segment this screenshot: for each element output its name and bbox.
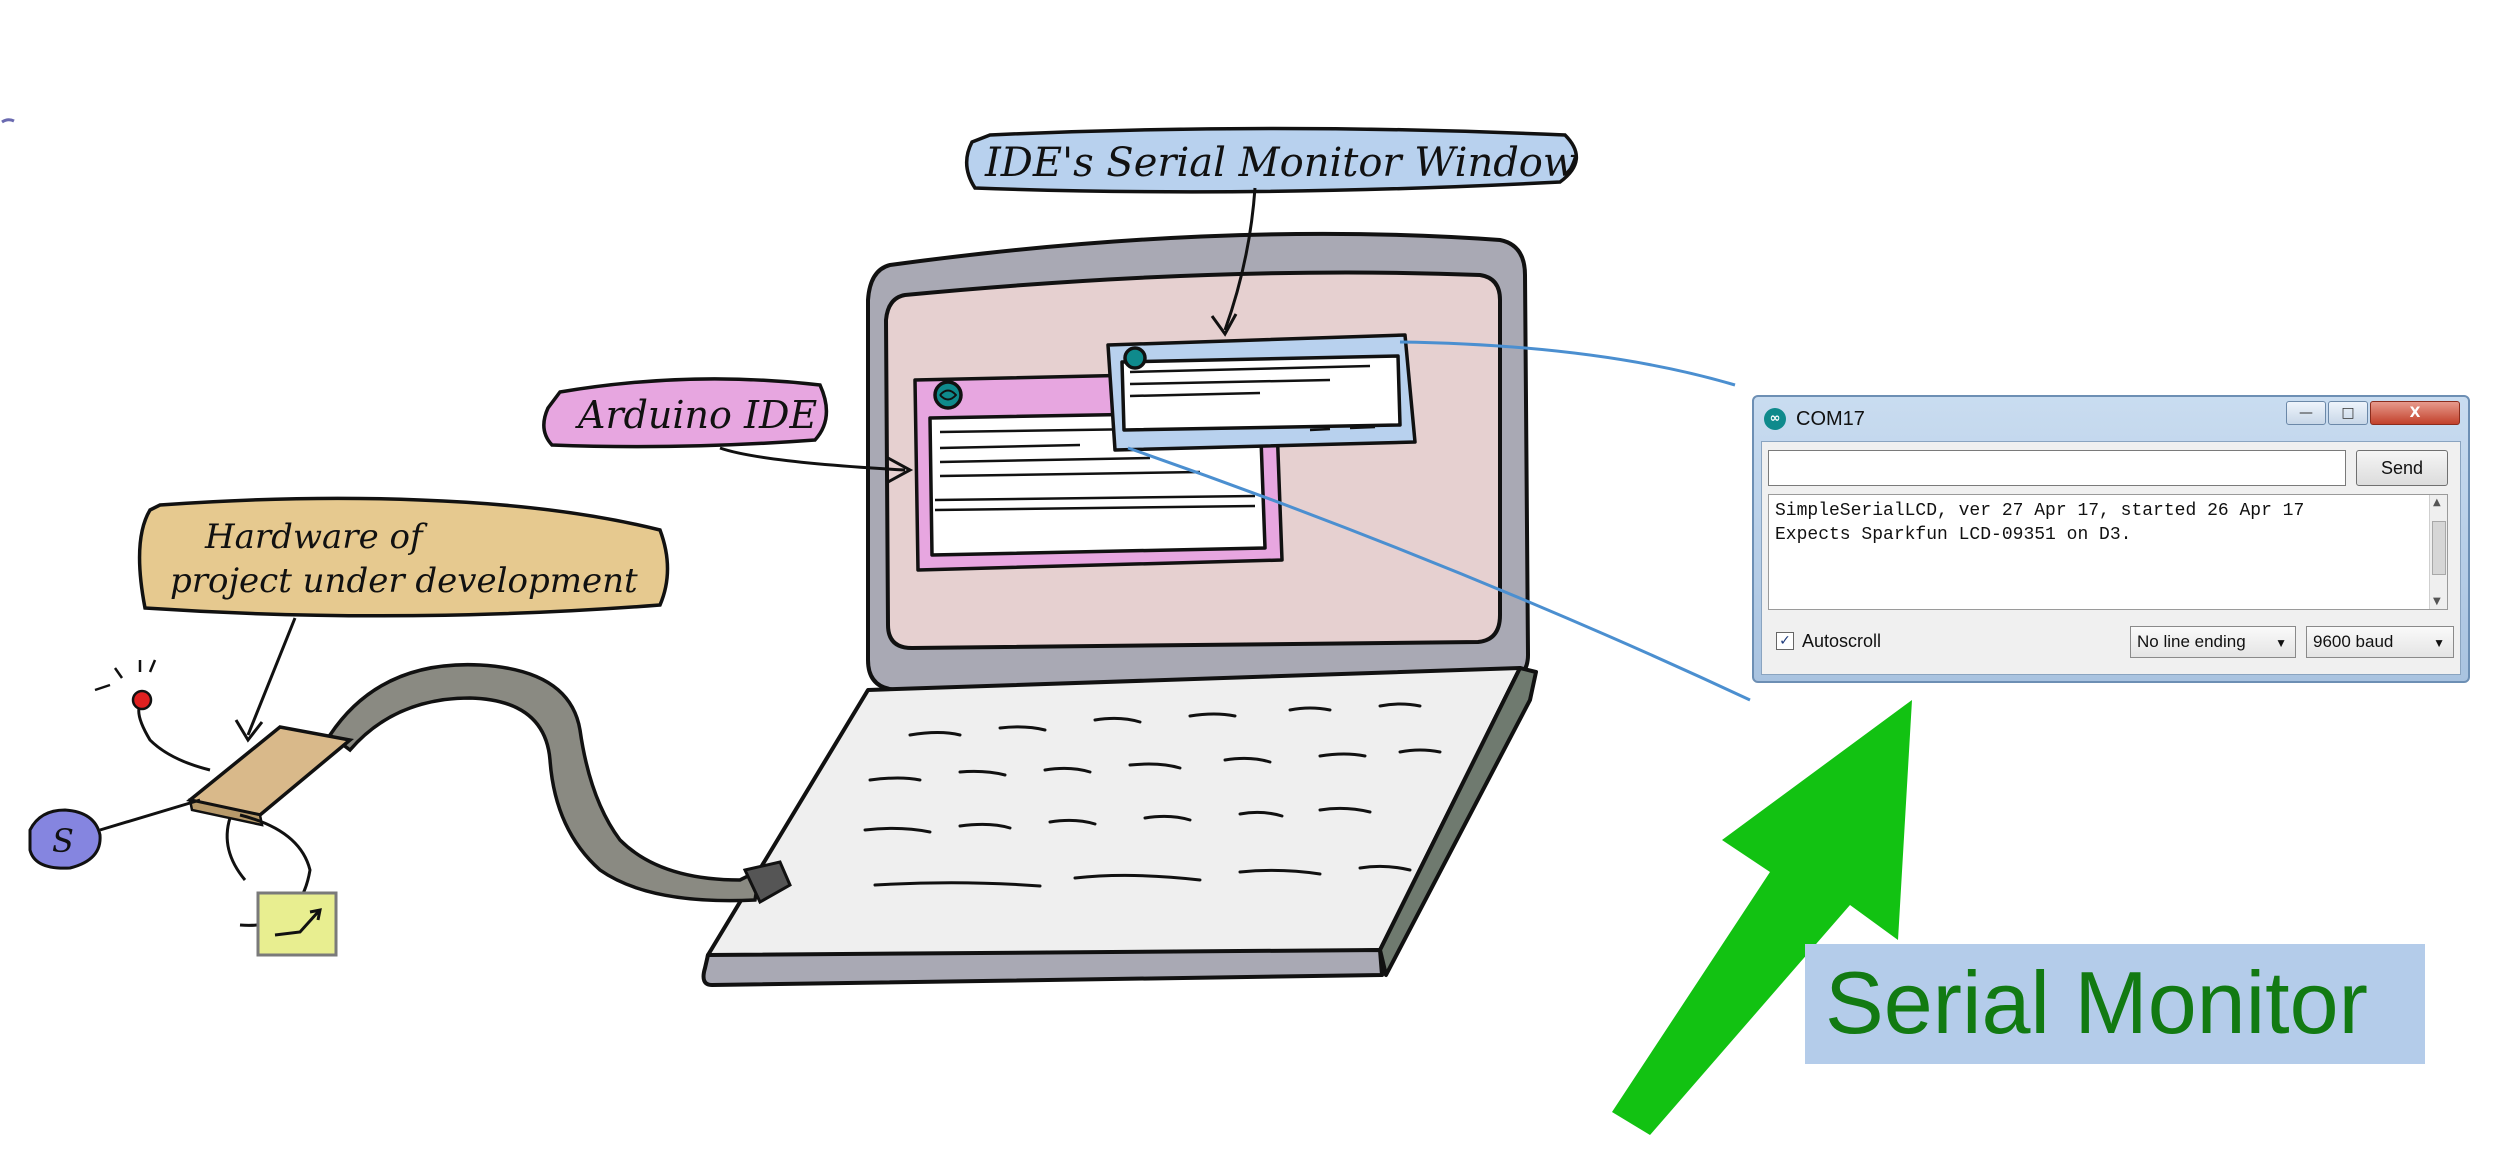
maximize-button[interactable]: □: [2328, 401, 2368, 425]
serial-monitor-body: Send SimpleSerialLCD, ver 27 Apr 17, sta…: [1761, 441, 2461, 675]
output-line: SimpleSerialLCD, ver 27 Apr 17, started …: [1775, 501, 2305, 521]
chevron-down-icon: ▼: [2433, 636, 2445, 650]
baud-value: 9600 baud: [2313, 632, 2394, 651]
edge-mark: [1, 118, 15, 124]
green-arrow: [1612, 700, 1912, 1135]
switch-box: [256, 891, 338, 957]
line-ending-select[interactable]: No line ending ▼: [2130, 626, 2296, 658]
baud-select[interactable]: 9600 baud ▼: [2306, 626, 2454, 658]
connector-bottom: [1127, 446, 1751, 702]
serial-monitor-window: ∞ COM17 — □ X Send SimpleSerialLCD, ver …: [1752, 395, 2470, 683]
send-button[interactable]: Send: [2356, 450, 2448, 486]
connector-top: [1399, 340, 1736, 387]
arduino-callout-bubble: [542, 377, 829, 449]
usb-cable-body: [327, 662, 763, 903]
autoscroll-label: Autoscroll: [1802, 631, 1882, 651]
hardware-callout-line2: project under development: [170, 561, 638, 601]
serial-callout-text: IDE's Serial Monitor Window: [984, 140, 1577, 186]
usb-cable: [327, 662, 792, 905]
hardware-callout-line1: Hardware of: [204, 517, 428, 557]
serial-sketch-logo: [1123, 346, 1147, 370]
project-board: [186, 725, 354, 817]
window-title: COM17: [1796, 408, 1865, 430]
serial-callout-arrow: [1223, 187, 1257, 331]
zoom-connectors: [1127, 340, 1751, 702]
serial-window-sketch: [1106, 333, 1417, 452]
arduino-logo-icon: ∞: [1764, 408, 1786, 430]
arduino-callout-text: Arduino IDE: [575, 393, 817, 437]
serial-sketch-lines: [1129, 364, 1376, 432]
scroll-up-icon[interactable]: ▲: [2433, 497, 2441, 508]
serial-monitor-banner: Serial Monitor: [1805, 944, 2425, 1064]
hardware-callout-arrow: [246, 617, 297, 736]
output-scrollbar[interactable]: ▲ ▼: [2429, 495, 2447, 609]
ide-sketch-logo: [933, 380, 963, 410]
laptop-right-edge: [1378, 666, 1538, 977]
scroll-thumb[interactable]: [2432, 521, 2446, 575]
serial-input[interactable]: [1768, 450, 2346, 486]
led: [94, 659, 157, 711]
potentiometer: S: [28, 808, 102, 870]
serial-monitor-titlebar[interactable]: ∞ COM17 — □ X: [1754, 397, 2468, 437]
hardware-callout-bubble: [137, 496, 670, 618]
banner-text: Serial Monitor: [1825, 953, 2368, 1052]
line-ending-value: No line ending: [2137, 632, 2246, 651]
switch: [256, 891, 338, 957]
output-line: Expects Sparkfun LCD-09351 on D3.: [1775, 525, 2132, 545]
potentiometer-label: S: [52, 822, 74, 860]
minimize-button[interactable]: —: [2286, 401, 2326, 425]
scroll-down-icon[interactable]: ▼: [2433, 596, 2441, 607]
close-button[interactable]: X: [2370, 401, 2460, 425]
serial-sketch-pane: [1120, 354, 1402, 432]
serial-output[interactable]: SimpleSerialLCD, ver 27 Apr 17, started …: [1768, 494, 2448, 610]
laptop-front-edge: [701, 948, 1384, 987]
keyboard-keys: [863, 702, 1442, 888]
arduino-callout-arrow: [719, 446, 906, 472]
serial-callout-bubble: [965, 126, 1579, 194]
potentiometer-knob: [28, 808, 102, 870]
led-bulb: [131, 689, 153, 711]
autoscroll-checkbox[interactable]: ✓: [1776, 632, 1794, 650]
usb-plug: [742, 860, 792, 905]
chevron-down-icon: ▼: [2275, 636, 2287, 650]
